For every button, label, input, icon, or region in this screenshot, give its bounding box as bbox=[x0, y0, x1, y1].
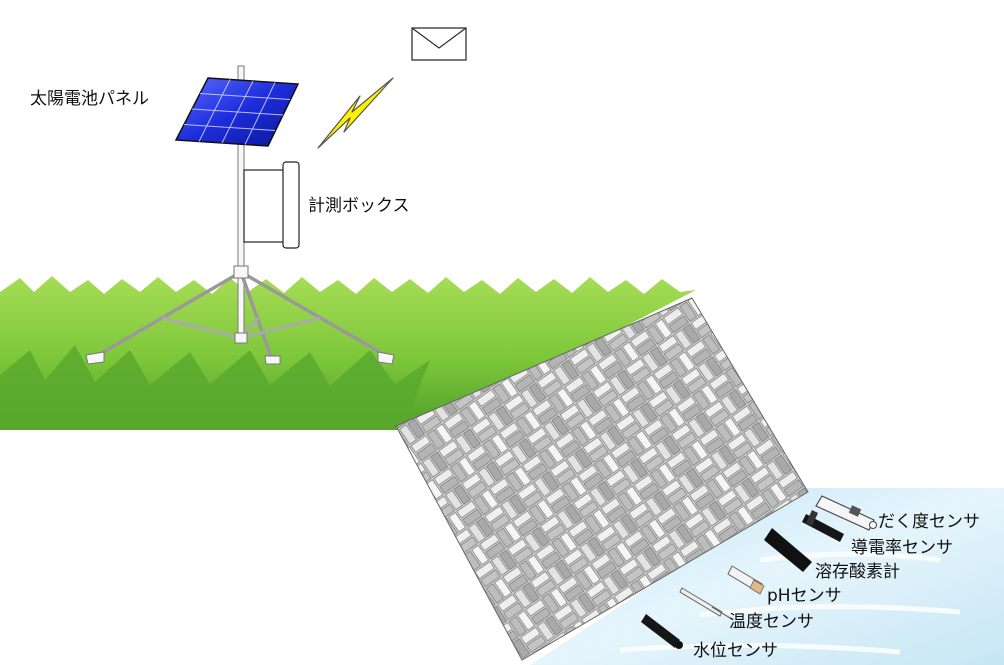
measurement-box-label: 計測ボックス bbox=[308, 196, 410, 216]
temperature-sensor-label: 温度センサ bbox=[729, 612, 814, 632]
lightning-bolt-icon bbox=[317, 77, 394, 149]
grass-ground bbox=[0, 276, 696, 430]
conductivity-sensor-label: 導電率センサ bbox=[851, 538, 953, 558]
turbidity-sensor-graphic bbox=[815, 495, 877, 531]
turbidity-sensor-label: だく度センサ bbox=[878, 512, 980, 532]
solar-panel-label: 太陽電池パネル bbox=[30, 89, 149, 109]
temperature-sensor-graphic bbox=[679, 587, 731, 619]
measurement-box bbox=[243, 161, 300, 249]
envelope-icon bbox=[411, 27, 467, 61]
water-level-sensor-graphic bbox=[641, 614, 683, 649]
dissolved-oxygen-meter-graphic bbox=[764, 528, 812, 572]
ph-sensor-graphic bbox=[727, 565, 765, 595]
station-pole bbox=[85, 65, 395, 365]
water-highlight bbox=[619, 551, 961, 655]
solar-panel bbox=[174, 77, 300, 147]
conductivity-sensor-graphic bbox=[802, 510, 844, 542]
water-level-sensor-label: 水位センサ bbox=[693, 641, 778, 661]
stone-revetment bbox=[395, 297, 809, 661]
dissolved-oxygen-meter-label: 溶存酸素計 bbox=[815, 562, 900, 582]
ph-sensor-label: pHセンサ bbox=[767, 586, 842, 606]
